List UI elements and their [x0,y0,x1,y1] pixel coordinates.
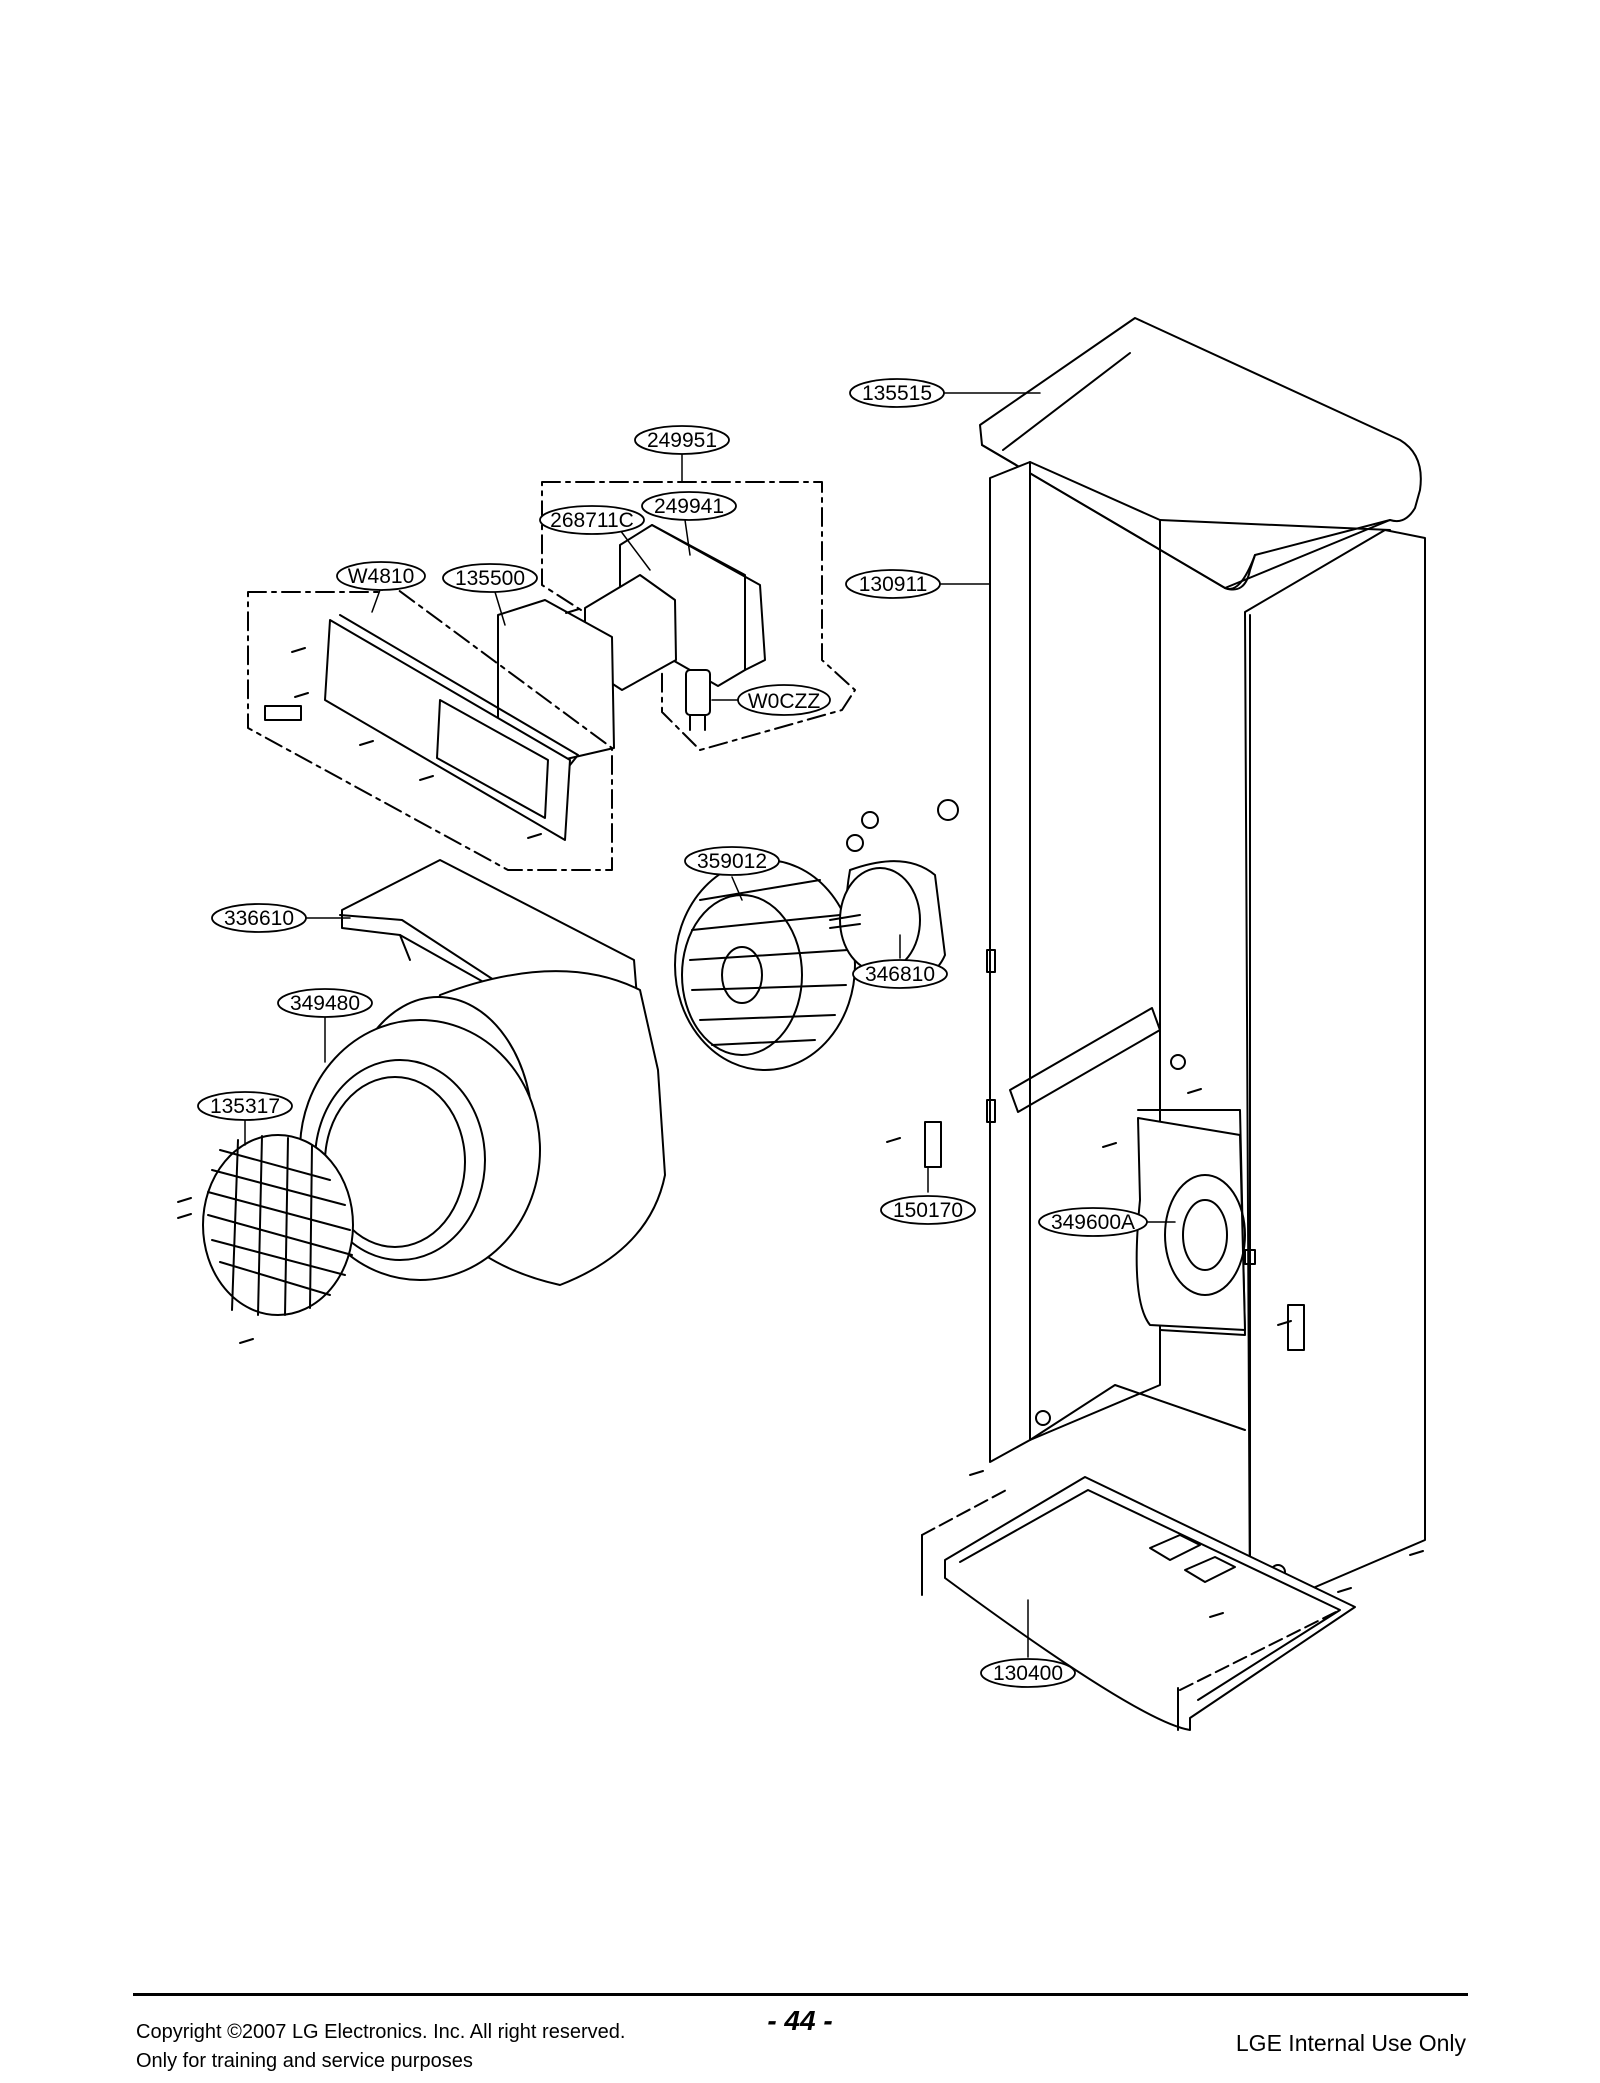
blower-wheel [674,859,856,1071]
cabinet-body [986,461,1426,1616]
callout-label: 130911 [859,573,928,596]
callout-268711C: 268711C [539,505,645,535]
callout-W4810: W4810 [336,561,426,591]
callout-label: 349600A [1051,1211,1135,1234]
callout-label: 346810 [865,963,935,986]
callout-249951: 249951 [634,425,730,455]
callout-label: W0CZZ [748,690,820,713]
callout-135500: 135500 [442,563,538,593]
part-callouts: 135515 249951 268711C 249941 W4810 13550… [197,378,1148,1688]
callout-label: 135500 [455,567,525,590]
callout-label: 135317 [210,1095,280,1118]
callout-label: 336610 [224,907,294,930]
callout-135317: 135317 [197,1091,293,1121]
callout-label: 349480 [290,992,360,1015]
callout-label: 130400 [993,1662,1063,1685]
top-cover [979,317,1422,591]
inlet-grille [202,1134,354,1316]
footer-divider [133,1993,1468,1996]
internal-use-label: LGE Internal Use Only [1235,2030,1466,2056]
callout-label: 249941 [654,495,724,518]
callout-label: 249951 [647,429,717,452]
callout-135515: 135515 [849,378,945,408]
training-note: Only for training and service purposes [136,2050,473,2072]
callout-label: W4810 [348,565,415,588]
callout-label: 150170 [893,1199,963,1222]
blower-housing [299,970,666,1286]
callout-336610: 336610 [211,903,307,933]
callout-346810: 346810 [852,959,948,989]
footer-copyright-block: Copyright ©2007 LG Electronics. Inc. All… [136,2018,625,2076]
callout-label: 268711C [550,509,634,532]
callout-349600A: 349600A [1038,1207,1148,1237]
callout-349480: 349480 [277,988,373,1018]
control-box-assembly [497,481,856,761]
callout-249941: 249941 [641,491,737,521]
page-number: - 44 - [767,2005,833,2036]
side-clips [924,1121,1305,1351]
screws [177,608,1424,1618]
leader-lines [244,392,1176,1658]
callout-150170: 150170 [880,1195,976,1225]
callout-359012: 359012 [684,846,780,876]
callout-W0CZZ: W0CZZ [737,684,831,716]
fan-shroud [1135,1117,1246,1331]
fan-motor [829,799,959,981]
callout-130400: 130400 [980,1658,1076,1688]
callout-130911: 130911 [845,569,941,599]
callout-label: 135515 [862,382,932,405]
callout-label: 359012 [697,850,767,873]
copyright-text: Copyright ©2007 LG Electronics. Inc. All… [136,2021,626,2043]
base-pan [921,1476,1356,1731]
